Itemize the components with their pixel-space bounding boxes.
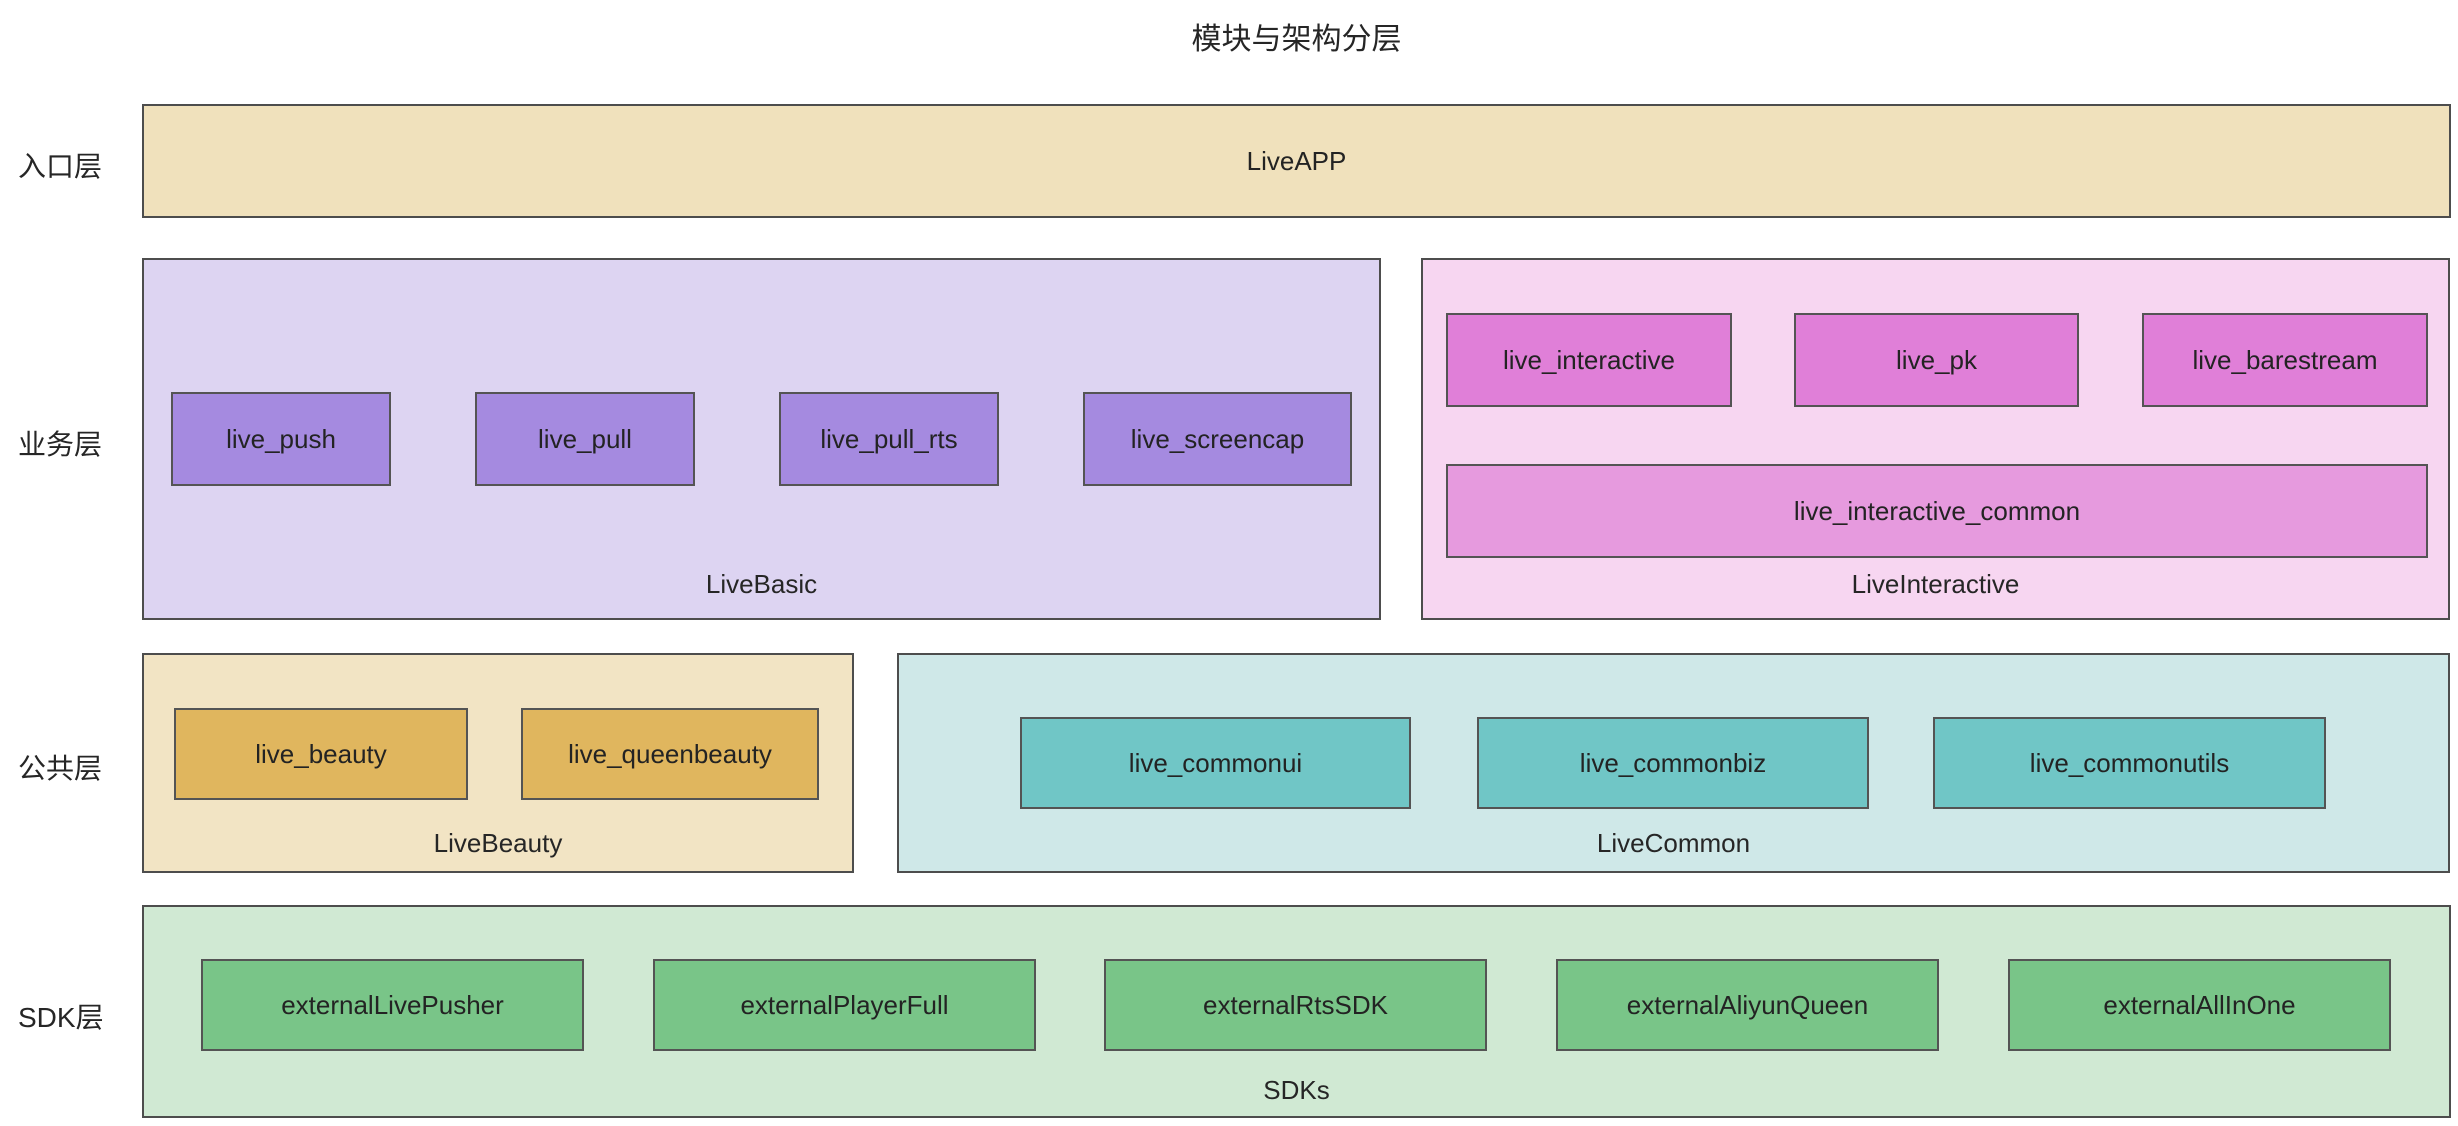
module-live-pull-rts: live_pull_rts <box>779 392 999 486</box>
module-external-playerfull: externalPlayerFull <box>653 959 1036 1051</box>
module-live-screencap: live_screencap <box>1083 392 1352 486</box>
module-live-commonutils: live_commonutils <box>1933 717 2326 809</box>
group-livebeauty: live_beauty live_queenbeauty LiveBeauty <box>142 653 854 873</box>
module-live-interactive: live_interactive <box>1446 313 1732 407</box>
module-external-allinone: externalAllInOne <box>2008 959 2391 1051</box>
module-live-commonbiz: live_commonbiz <box>1477 717 1869 809</box>
layer-label-common: 公共层 <box>18 753 103 784</box>
module-live-commonui: live_commonui <box>1020 717 1411 809</box>
module-external-livepusher: externalLivePusher <box>201 959 584 1051</box>
module-external-aliyunqueen: externalAliyunQueen <box>1556 959 1939 1051</box>
module-live-queenbeauty: live_queenbeauty <box>521 708 819 800</box>
group-label-livebasic: LiveBasic <box>705 569 818 599</box>
group-label-livecommon: LiveCommon <box>1596 828 1751 858</box>
module-live-interactive-common: live_interactive_common <box>1446 464 2428 558</box>
module-live-beauty: live_beauty <box>174 708 468 800</box>
module-live-barestream: live_barestream <box>2142 313 2428 407</box>
module-external-rtssdk: externalRtsSDK <box>1104 959 1487 1051</box>
module-live-push: live_push <box>171 392 391 486</box>
module-live-pull: live_pull <box>475 392 695 486</box>
group-sdks: externalLivePusher externalPlayerFull ex… <box>142 905 2451 1118</box>
group-livecommon: live_commonui live_commonbiz live_common… <box>897 653 2450 873</box>
layer-label-business: 业务层 <box>18 429 103 460</box>
group-liveinteractive: live_interactive live_pk live_barestream… <box>1421 258 2450 620</box>
group-livebasic: live_push live_pull live_pull_rts live_s… <box>142 258 1381 620</box>
module-live-pk: live_pk <box>1794 313 2079 407</box>
layer-label-sdk: SDK层 <box>18 1002 104 1033</box>
diagram-title: 模块与架构分层 <box>1191 23 1402 56</box>
layer-label-entry: 入口层 <box>18 151 103 182</box>
group-label-liveinteractive: LiveInteractive <box>1851 569 2020 599</box>
node-liveapp-label: LiveAPP <box>1246 145 1347 176</box>
group-label-livebeauty: LiveBeauty <box>433 828 563 858</box>
group-label-sdks: SDKs <box>1263 1075 1330 1105</box>
node-liveapp: LiveAPP <box>142 104 2451 218</box>
